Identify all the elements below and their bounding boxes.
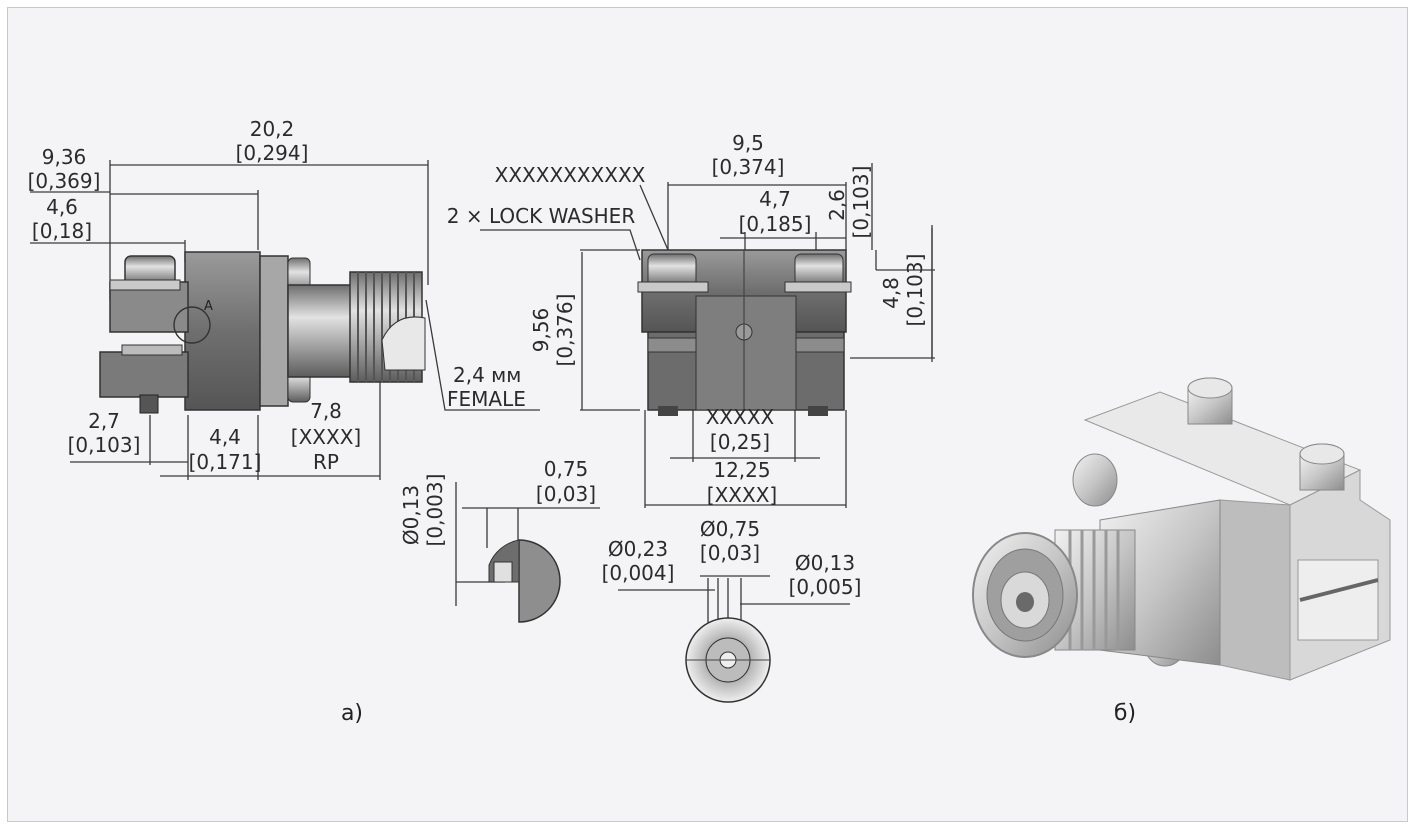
dim-right-offset: 2,6 — [825, 189, 849, 221]
dim-outer-dia-in: [0,03] — [700, 541, 760, 565]
dim-screw-offset: 9,36 — [42, 145, 87, 169]
dim-height: 9,56 — [529, 308, 553, 353]
dim-base-width: 12,25 — [713, 458, 770, 482]
part-number: XXXXXXXXXXX — [495, 163, 646, 187]
dim-screw-offset-in: [0,369] — [28, 169, 101, 193]
dim-pin-height-in: [0,103] — [903, 254, 927, 327]
side-connector-barrel — [287, 284, 359, 378]
dim-overall-length-in: [0,294] — [236, 141, 309, 165]
dim-overall-length: 20,2 — [250, 117, 295, 141]
dim-tip-dia: Ø0,13 — [795, 551, 855, 575]
dim-pin-len: 0,75 — [544, 457, 589, 481]
dim-inner-dia-in: [0,004] — [602, 561, 675, 585]
dim-bottom-offset-in: [0,103] — [68, 433, 141, 457]
dim-base-width-in: [XXXX] — [707, 483, 777, 507]
dim-outer-dia: Ø0,75 — [700, 517, 760, 541]
dim-connector-length-in: [XXXX] — [291, 425, 361, 449]
washer-note: 2 × LOCK WASHER — [447, 204, 636, 228]
dim-screw-head-in: [0,18] — [32, 219, 92, 243]
side-body — [184, 251, 261, 411]
side-view: A — [30, 160, 540, 480]
dim-top-width-in: [0,374] — [712, 155, 785, 179]
dim-height-in: [0,376] — [553, 294, 577, 367]
dim-screw-head: 4,6 — [46, 195, 78, 219]
front-view — [480, 163, 935, 508]
dim-bottom-gap: XXXXX — [706, 405, 775, 429]
dim-right-offset-in: [0,103] — [849, 166, 873, 239]
dim-connector-length: 7,8 — [310, 399, 342, 423]
connector-gender: FEMALE — [447, 387, 526, 411]
dim-pin-dia-in: [0,003] — [423, 474, 447, 547]
dim-center: 4,7 — [759, 187, 791, 211]
side-clamp-bottom — [99, 351, 189, 398]
dim-bottom-offset: 2,7 — [88, 409, 120, 433]
connector-photo — [972, 377, 1391, 681]
pin-face-view — [618, 575, 850, 703]
dim-flange-in: [0,171] — [189, 450, 262, 474]
dim-top-width: 9,5 — [732, 131, 764, 155]
side-flange — [259, 255, 289, 407]
dim-pin-height: 4,8 — [879, 277, 903, 309]
dim-flange: 4,4 — [209, 425, 241, 449]
dim-pin-len-in: [0,03] — [536, 482, 596, 506]
dim-connector-suffix: RP — [313, 450, 339, 474]
detail-a-marker: A — [204, 299, 213, 314]
dim-inner-dia: Ø0,23 — [608, 537, 668, 561]
dim-tip-dia-in: [0,005] — [789, 575, 862, 599]
dim-bottom-gap-in: [0,25] — [710, 430, 770, 454]
part-a-label: а) — [341, 701, 363, 726]
connector-type: 2,4 мм — [453, 363, 521, 387]
part-b-label: б) — [1114, 701, 1136, 726]
dim-center-in: [0,185] — [739, 212, 812, 236]
detail-a-view — [455, 482, 600, 623]
dim-pin-dia: Ø0,13 — [399, 485, 423, 545]
